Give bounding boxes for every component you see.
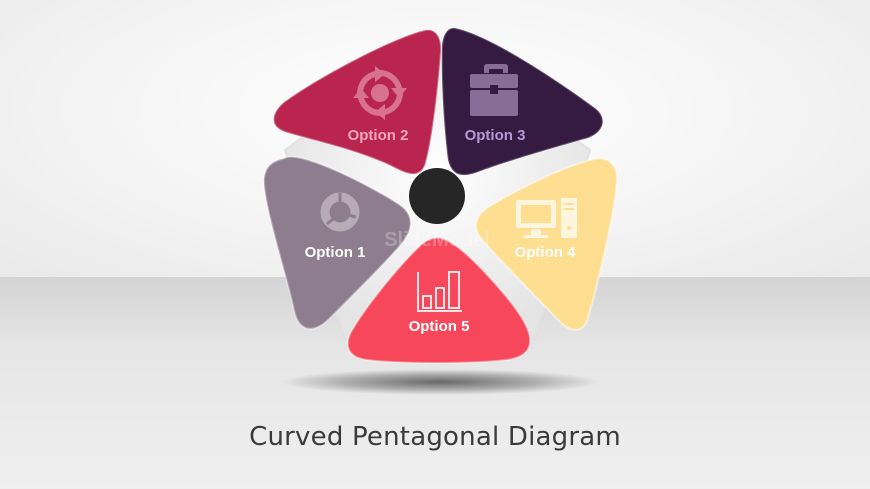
floor-shadow	[280, 369, 600, 395]
option-2-label: Option 2	[348, 127, 409, 144]
option-3-shape	[440, 26, 604, 177]
option-3-label: Option 3	[465, 127, 526, 144]
option-5-segment[interactable]: Option 5	[346, 236, 532, 364]
option-1-segment[interactable]: Option 1	[262, 155, 412, 330]
option-2-segment[interactable]: Option 2	[272, 28, 443, 175]
option-1-label: Option 1	[305, 244, 366, 261]
option-4-label: Option 4	[515, 244, 576, 261]
option-4-segment[interactable]: Option 4	[474, 156, 619, 331]
option-4-shape	[474, 156, 619, 331]
briefcase-icon	[470, 64, 518, 116]
watermark-text: SlideModel	[384, 229, 490, 251]
option-1-shape	[262, 155, 412, 330]
center-circle	[409, 168, 465, 224]
bar-chart-icon	[417, 271, 462, 312]
option-5-shape	[346, 236, 532, 364]
option-5-label: Option 5	[409, 318, 470, 335]
option-2-shape	[272, 28, 443, 175]
cycle-arrows-icon	[353, 66, 407, 120]
diagram-title: Curved Pentagonal Diagram	[249, 422, 621, 452]
desktop-computer-icon	[516, 198, 577, 238]
donut-chart-icon	[320, 192, 360, 232]
option-3-segment[interactable]: Option 3	[440, 26, 604, 177]
